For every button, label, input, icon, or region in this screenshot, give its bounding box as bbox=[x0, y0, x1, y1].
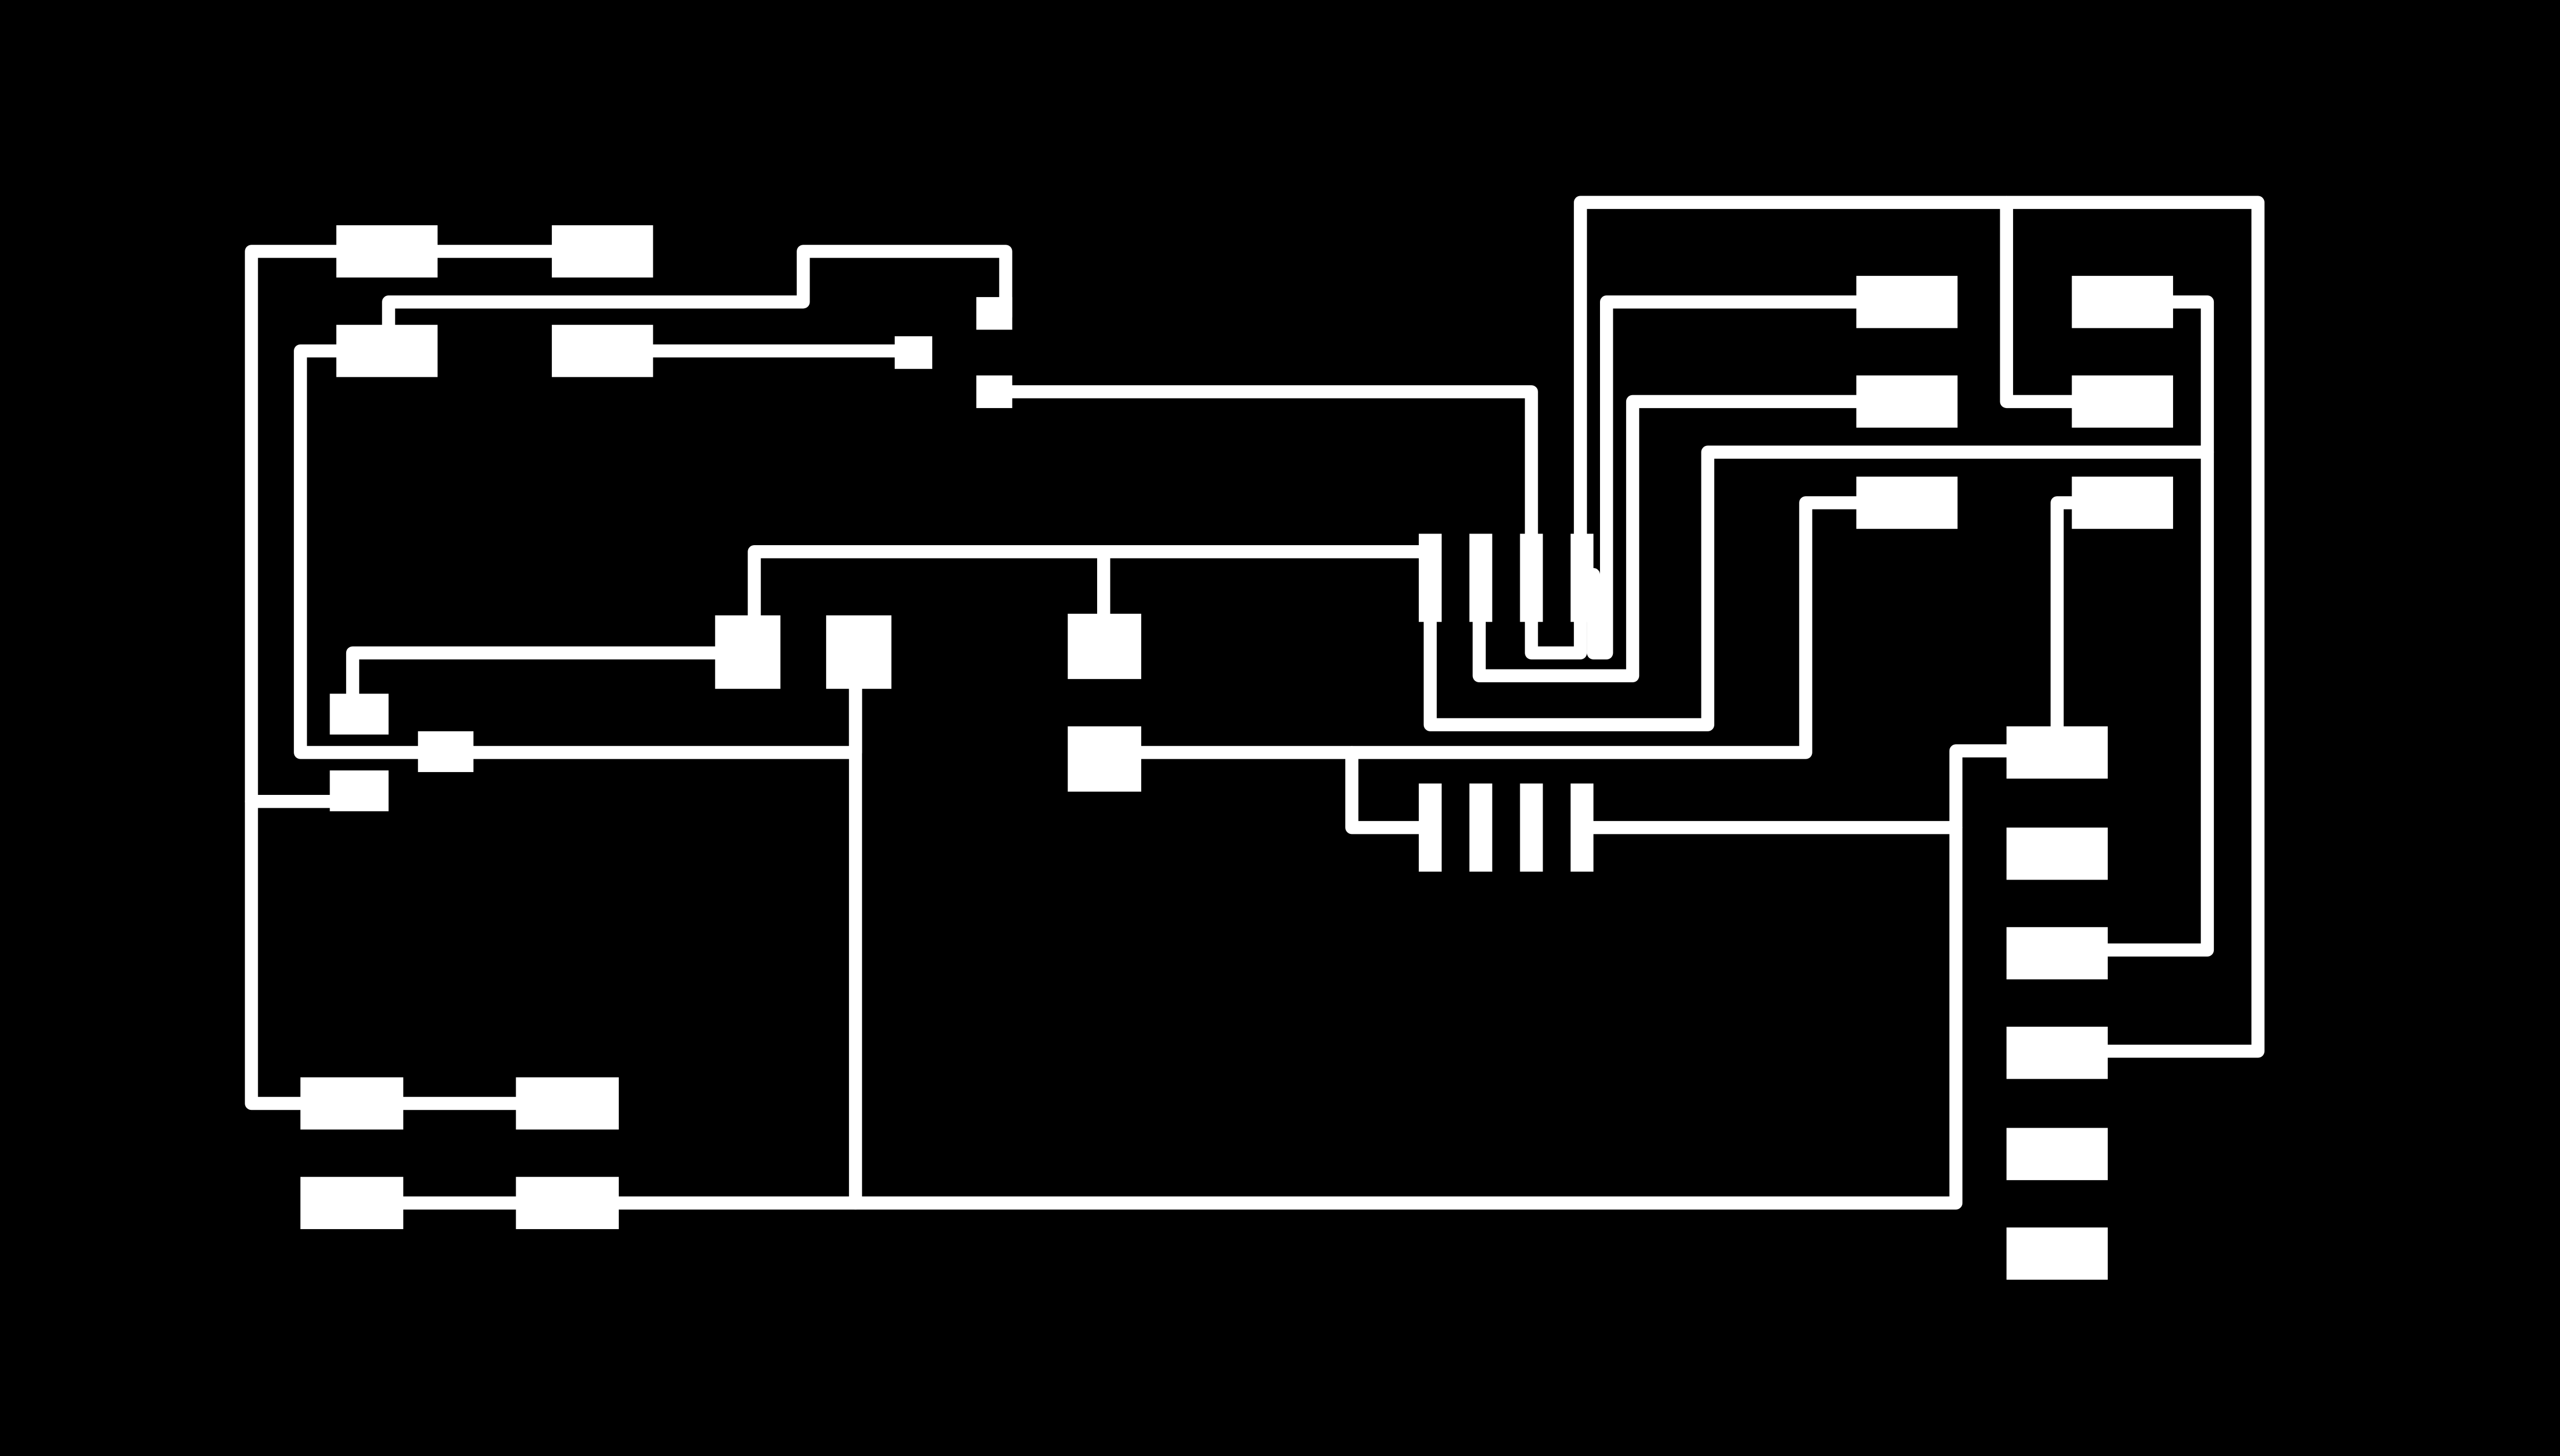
smd-pad bbox=[1856, 375, 1958, 428]
smd-pad bbox=[1418, 783, 1442, 872]
smd-pad bbox=[894, 336, 933, 369]
smd-pad bbox=[300, 1177, 404, 1229]
smd-pad bbox=[2006, 726, 2108, 779]
smd-pad bbox=[1418, 533, 1442, 622]
smd-pad bbox=[551, 324, 653, 377]
smd-pad bbox=[2006, 1026, 2108, 1079]
smd-pad bbox=[516, 1077, 619, 1130]
smd-pad bbox=[2072, 477, 2173, 529]
smd-pad bbox=[826, 615, 891, 689]
copper-trace bbox=[1587, 295, 1914, 660]
copper-trace bbox=[1574, 196, 2265, 1058]
smd-pad bbox=[1570, 783, 1594, 872]
copper-trace bbox=[294, 344, 862, 759]
smd-pad bbox=[336, 225, 438, 278]
smd-pad bbox=[1469, 533, 1492, 622]
smd-pad bbox=[2006, 827, 2108, 880]
smd-pad bbox=[300, 1077, 404, 1130]
smd-pad bbox=[2006, 1128, 2108, 1181]
smd-pad bbox=[336, 324, 438, 377]
smd-pad bbox=[1856, 275, 1958, 328]
copper-pads bbox=[300, 225, 2173, 1280]
smd-pad bbox=[418, 731, 474, 773]
smd-pad bbox=[2006, 927, 2108, 979]
smd-pad bbox=[1068, 726, 1142, 792]
smd-pad bbox=[976, 375, 1012, 409]
copper-trace bbox=[986, 385, 1587, 660]
smd-pad bbox=[329, 770, 389, 812]
smd-pad bbox=[516, 1177, 619, 1229]
smd-pad bbox=[1520, 533, 1543, 622]
smd-pad bbox=[551, 225, 653, 278]
copper-trace bbox=[1345, 746, 1437, 834]
smd-pad bbox=[2072, 375, 2173, 428]
smd-pad bbox=[715, 615, 780, 689]
smd-pad bbox=[2006, 1227, 2108, 1280]
smd-pad bbox=[2072, 275, 2173, 328]
smd-pad bbox=[1856, 477, 1958, 529]
smd-pad bbox=[329, 693, 389, 735]
smd-pad bbox=[1570, 533, 1594, 622]
smd-pad bbox=[1068, 614, 1142, 680]
copper-trace bbox=[1472, 395, 1914, 683]
smd-pad bbox=[1469, 783, 1492, 872]
smd-pad bbox=[1520, 783, 1543, 872]
copper-traces bbox=[245, 196, 2265, 1210]
copper-trace bbox=[1423, 445, 2214, 731]
smd-pad bbox=[976, 297, 1012, 330]
